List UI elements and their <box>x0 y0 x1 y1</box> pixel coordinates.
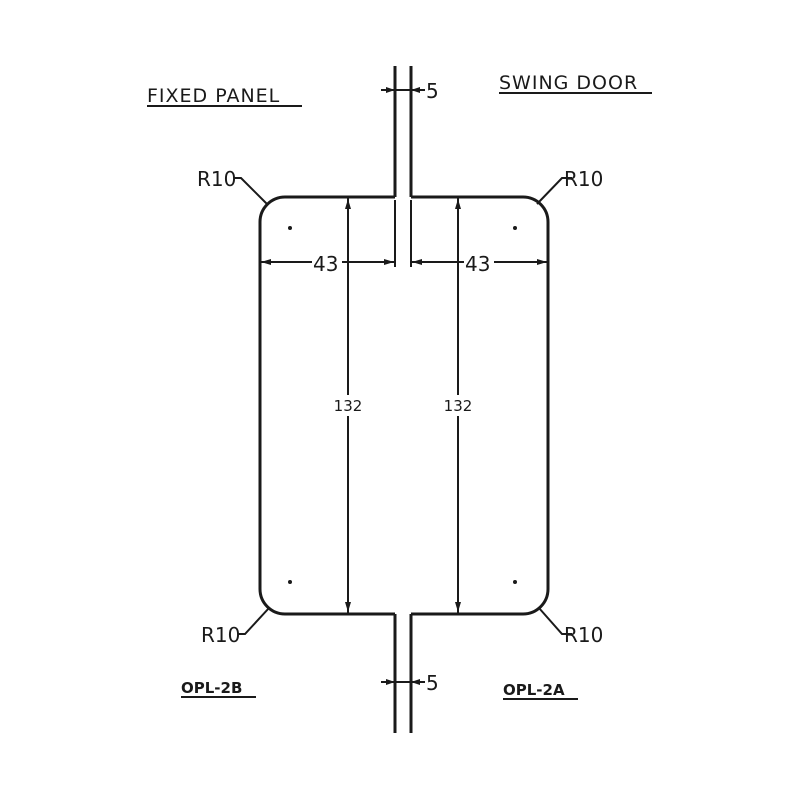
radius-tl-value: R10 <box>197 167 236 191</box>
hole-marker <box>288 580 292 584</box>
radius-leader-bottom-left: R10 <box>201 607 270 647</box>
hole-marker <box>513 580 517 584</box>
right-width-value: 43 <box>465 252 490 276</box>
radius-leader-bottom-right: R10 <box>538 607 603 647</box>
fixed-panel-outline <box>258 195 395 616</box>
right-panel-code: OPL-2A <box>503 681 565 699</box>
left-width-value: 43 <box>313 252 338 276</box>
radius-bl-value: R10 <box>201 623 240 647</box>
swing-door-title: SWING DOOR <box>499 72 638 94</box>
gap-dimension-top: 5 <box>381 79 439 103</box>
gap-bottom-value: 5 <box>426 671 439 695</box>
left-height-dimension: 132 <box>334 198 363 613</box>
right-width-dimension: 43 <box>411 252 548 276</box>
hole-marker <box>513 226 517 230</box>
left-height-value: 132 <box>334 397 363 415</box>
right-height-dimension: 132 <box>444 198 473 613</box>
fixed-panel-title: FIXED PANEL <box>147 85 280 107</box>
left-width-dimension: 43 <box>260 252 395 276</box>
swing-door-outline <box>411 195 550 616</box>
hole-marker <box>288 226 292 230</box>
radius-leader-top-left: R10 <box>197 167 268 205</box>
left-panel-code: OPL-2B <box>181 679 242 697</box>
right-height-value: 132 <box>444 397 473 415</box>
gap-dimension-bottom: 5 <box>381 671 439 695</box>
gap-top-value: 5 <box>426 79 439 103</box>
radius-leader-top-right: R10 <box>536 167 603 205</box>
